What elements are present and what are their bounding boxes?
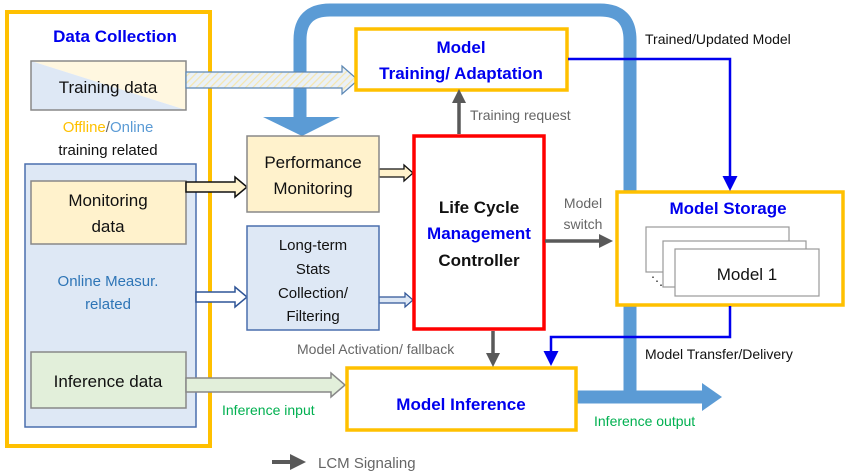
- inference-data-label: Inference data: [54, 372, 163, 391]
- online-measur-label-2: related: [85, 296, 131, 313]
- performance-label: Performance: [264, 153, 361, 172]
- longterm-label-2: Stats: [296, 261, 330, 278]
- monitoring-data-label-2: data: [91, 217, 125, 236]
- training-label-2: Training/ Adaptation: [379, 64, 543, 83]
- model-switch-label: Model: [564, 195, 602, 211]
- model-storage-title: Model Storage: [669, 199, 786, 218]
- lcm-label-3: Controller: [438, 251, 520, 270]
- feedback-arrowhead: [263, 117, 340, 136]
- inference-output-arrowhead: [702, 383, 722, 411]
- inference-input-label: Inference input: [222, 402, 315, 418]
- model-inference-label: Model Inference: [396, 395, 525, 414]
- performance-monitoring-box: [247, 136, 379, 212]
- training-label-1: Model: [436, 38, 485, 57]
- training-request-label: Training request: [470, 107, 571, 123]
- stats-to-lcm-arrow: [379, 293, 413, 307]
- performance-to-lcm-arrow: [379, 165, 413, 181]
- longterm-label-3: Collection/: [278, 285, 349, 302]
- lcm-label-1: Life Cycle: [439, 198, 519, 217]
- trained-model-arrow: [568, 59, 730, 186]
- ellipsis-icon: ⋱: [651, 274, 663, 288]
- training-data-box: Training data: [31, 61, 186, 110]
- model-switch-label-2: switch: [564, 216, 603, 232]
- lcm-label-2: Management: [427, 224, 531, 243]
- longterm-label-1: Long-term: [279, 237, 347, 254]
- legend-label: LCM Signaling: [318, 455, 416, 472]
- transfer-label: Model Transfer/Delivery: [645, 346, 793, 362]
- longterm-label-4: Filtering: [286, 308, 339, 325]
- online-measur-label: Online Measur.: [58, 273, 159, 290]
- model-1-label: Model 1: [717, 265, 777, 284]
- performance-label-2: Monitoring: [273, 179, 352, 198]
- trained-updated-label: Trained/Updated Model: [645, 31, 791, 47]
- offline-online-label: Offline/Online: [63, 119, 154, 136]
- monitoring-data-label: Monitoring: [68, 191, 147, 210]
- data-collection-title: Data Collection: [53, 27, 177, 46]
- training-data-label: Training data: [59, 78, 158, 97]
- inference-output-label: Inference output: [594, 413, 695, 429]
- activation-label: Model Activation/ fallback: [297, 341, 455, 357]
- training-related-label: training related: [58, 142, 157, 159]
